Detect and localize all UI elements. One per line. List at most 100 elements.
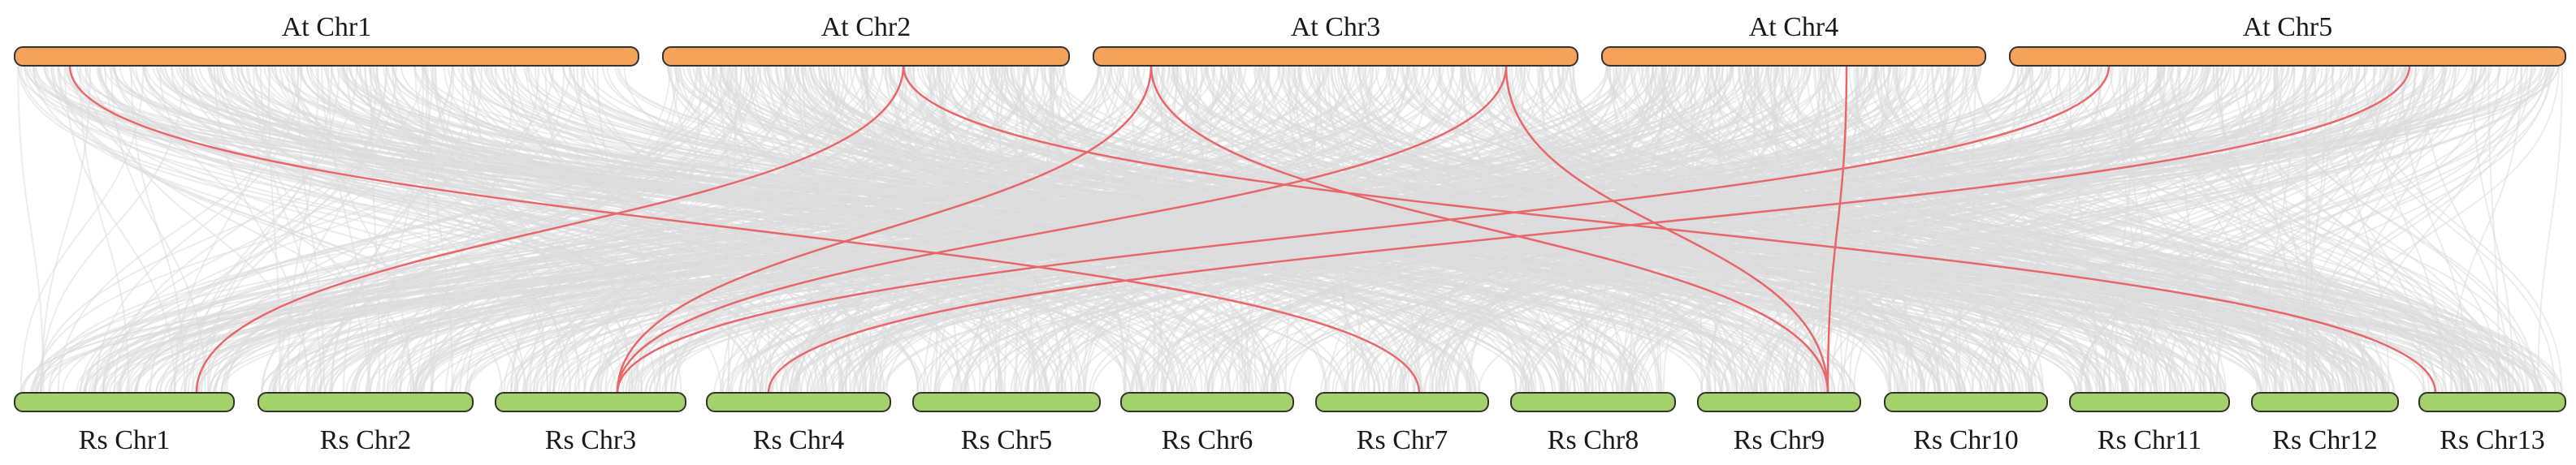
background-link (221, 65, 796, 394)
background-link (365, 65, 884, 394)
background-link (2215, 65, 2349, 394)
background-link (84, 65, 2163, 394)
background-link (682, 65, 2520, 394)
background-link (721, 65, 869, 394)
background-link (513, 65, 1101, 394)
background-link (1459, 65, 2386, 394)
background-link (392, 65, 1260, 394)
highlighted-link (68, 65, 1421, 394)
background-link (548, 65, 1347, 394)
highlighted-link (616, 65, 1508, 394)
bottom-chromosome-labels: Rs Chr1 Rs Chr2 Rs Chr3 Rs Chr4 Rs Chr5 … (79, 425, 2545, 455)
background-link (1413, 65, 2282, 394)
background-link (753, 65, 1449, 394)
background-link (2085, 65, 2358, 394)
chromosome-label-rs-chr13: Rs Chr13 (2440, 425, 2544, 455)
background-link (370, 65, 380, 394)
background-link (185, 65, 757, 394)
background-link (1089, 65, 2023, 394)
background-link (1848, 65, 2124, 394)
background-link (306, 65, 1530, 394)
background-link (200, 65, 1380, 394)
background-link (135, 65, 923, 394)
chromosome-bar-rs-chr4 (706, 392, 891, 412)
chromosome-bar-rs-chr9 (1697, 392, 1861, 412)
background-link (34, 65, 1721, 394)
background-link (52, 65, 812, 394)
background-link (1351, 65, 1465, 394)
background-link (102, 65, 555, 394)
background-link (201, 65, 387, 394)
chromosome-label-at-chr5: At Chr5 (2243, 12, 2333, 42)
background-link (1002, 65, 1577, 394)
background-link (261, 65, 710, 394)
background-link (236, 65, 1192, 394)
background-link (40, 65, 836, 394)
background-link (18, 65, 778, 394)
background-link (1972, 65, 2431, 394)
background-link (729, 65, 2262, 394)
background-link (1135, 65, 1408, 394)
background-link (1328, 65, 2278, 394)
background-link (2350, 65, 2556, 394)
background-link (2028, 65, 2548, 394)
background-link (1895, 65, 2111, 394)
background-synteny-links (17, 65, 2563, 394)
background-link (751, 65, 935, 394)
background-link (84, 65, 414, 394)
highlighted-synteny-links (68, 65, 2437, 394)
background-link (532, 65, 1028, 394)
chromosome-label-rs-chr12: Rs Chr12 (2272, 425, 2377, 455)
background-link (1819, 65, 2487, 394)
background-link (1710, 65, 2464, 394)
background-link (417, 65, 1918, 394)
background-link (1213, 65, 2560, 394)
background-link (330, 65, 483, 394)
background-link (17, 65, 45, 394)
background-link (1882, 65, 2277, 394)
chromosome-bar-rs-chr2 (258, 392, 474, 412)
background-link (223, 65, 981, 394)
background-link (2471, 65, 2514, 394)
background-link (1149, 65, 1435, 394)
background-link (33, 65, 572, 394)
background-link (310, 65, 2051, 394)
background-link (1424, 65, 2232, 394)
bottom-chromosome-bars (14, 392, 2566, 412)
background-link (964, 65, 2258, 394)
background-link (2449, 65, 2523, 394)
background-link (1206, 65, 2282, 394)
background-link (2074, 65, 2511, 394)
background-link (314, 65, 759, 394)
highlighted-link (616, 65, 2111, 394)
background-link (190, 65, 1786, 394)
background-link (79, 65, 1553, 394)
background-link (1573, 65, 1667, 394)
chromosome-label-at-chr2: At Chr2 (821, 12, 911, 42)
background-link (2273, 65, 2522, 394)
background-link (509, 65, 1774, 394)
background-link (41, 65, 92, 394)
chromosome-label-rs-chr4: Rs Chr4 (753, 425, 844, 455)
background-link (994, 65, 2129, 394)
chromosome-bar-at-chr2 (662, 46, 1070, 67)
chromosome-bar-rs-chr8 (1510, 392, 1676, 412)
background-link (879, 65, 976, 394)
chromosome-label-rs-chr2: Rs Chr2 (320, 425, 411, 455)
background-link (1314, 65, 2541, 394)
chromosome-bar-rs-chr6 (1120, 392, 1294, 412)
highlighted-link (902, 65, 2437, 394)
background-link (2259, 65, 2298, 394)
chromosome-bar-rs-chr7 (1315, 392, 1489, 412)
top-chromosome-bars (14, 46, 2566, 67)
background-link (2021, 65, 2278, 394)
background-link (1431, 65, 1873, 394)
background-link (2537, 65, 2563, 394)
highlighted-link (1149, 65, 1829, 394)
background-link (1874, 65, 2180, 394)
background-link (102, 65, 723, 394)
background-link (64, 65, 1756, 394)
background-link (343, 65, 434, 394)
background-link (2157, 65, 2464, 394)
